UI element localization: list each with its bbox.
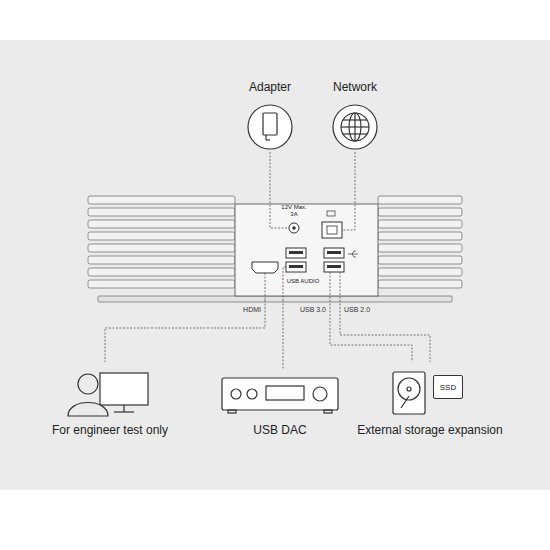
node-label: External storage expansion bbox=[342, 424, 518, 438]
housing-fin bbox=[88, 268, 235, 276]
usb-dac-box: USB DAC bbox=[215, 370, 345, 442]
node-label: Network bbox=[322, 81, 388, 95]
background-band bbox=[0, 40, 550, 490]
node-label: USB DAC bbox=[215, 424, 345, 438]
adapter-icon bbox=[248, 105, 292, 149]
connector-line bbox=[340, 300, 430, 362]
housing-fin bbox=[378, 196, 462, 204]
housing-fin bbox=[88, 280, 235, 288]
housing-fin bbox=[88, 244, 235, 252]
engineer-monitor-icon bbox=[68, 373, 148, 416]
network-icon-box: Network bbox=[322, 80, 388, 152]
housing-fin bbox=[378, 208, 462, 216]
housing-fin bbox=[378, 232, 462, 240]
hdd-icon bbox=[393, 372, 425, 414]
housing-fin bbox=[88, 196, 235, 204]
housing-fin bbox=[378, 220, 462, 228]
housing-fin bbox=[378, 256, 462, 264]
node-label: For engineer test only bbox=[30, 424, 190, 438]
device-box: 12V Max. 3A USB AUDIO bbox=[88, 194, 462, 300]
port-label: USB 2.0 bbox=[344, 306, 370, 313]
node-label: USB AUDIO bbox=[286, 278, 320, 285]
engineer-box: For engineer test only bbox=[30, 362, 190, 442]
adapter-icon-box: Adapter bbox=[240, 80, 300, 152]
housing-fin bbox=[88, 256, 235, 264]
node-label: SSD bbox=[434, 383, 462, 392]
ssd-box: SSD bbox=[433, 375, 463, 399]
housing-fin bbox=[378, 280, 462, 288]
network-globe-icon bbox=[333, 105, 377, 149]
usb-dac-icon bbox=[222, 378, 338, 413]
housing-fin bbox=[88, 208, 235, 216]
node-label: Adapter bbox=[240, 81, 300, 95]
housing-fin bbox=[88, 220, 235, 228]
storage-box: External storage expansion SSD bbox=[342, 362, 518, 442]
device-housing bbox=[88, 194, 462, 302]
connector-line bbox=[105, 300, 265, 362]
connector-line bbox=[355, 152, 356, 194]
node-label: 12V Max. 3A bbox=[280, 204, 308, 218]
housing-fin bbox=[88, 232, 235, 240]
connector-line bbox=[270, 152, 271, 194]
connector-line bbox=[283, 300, 284, 370]
housing-fin bbox=[378, 244, 462, 252]
port-label: USB 3.0 bbox=[300, 306, 326, 313]
housing-fin bbox=[378, 268, 462, 276]
port-label: HDMI bbox=[243, 306, 261, 313]
connector-line bbox=[330, 300, 412, 362]
